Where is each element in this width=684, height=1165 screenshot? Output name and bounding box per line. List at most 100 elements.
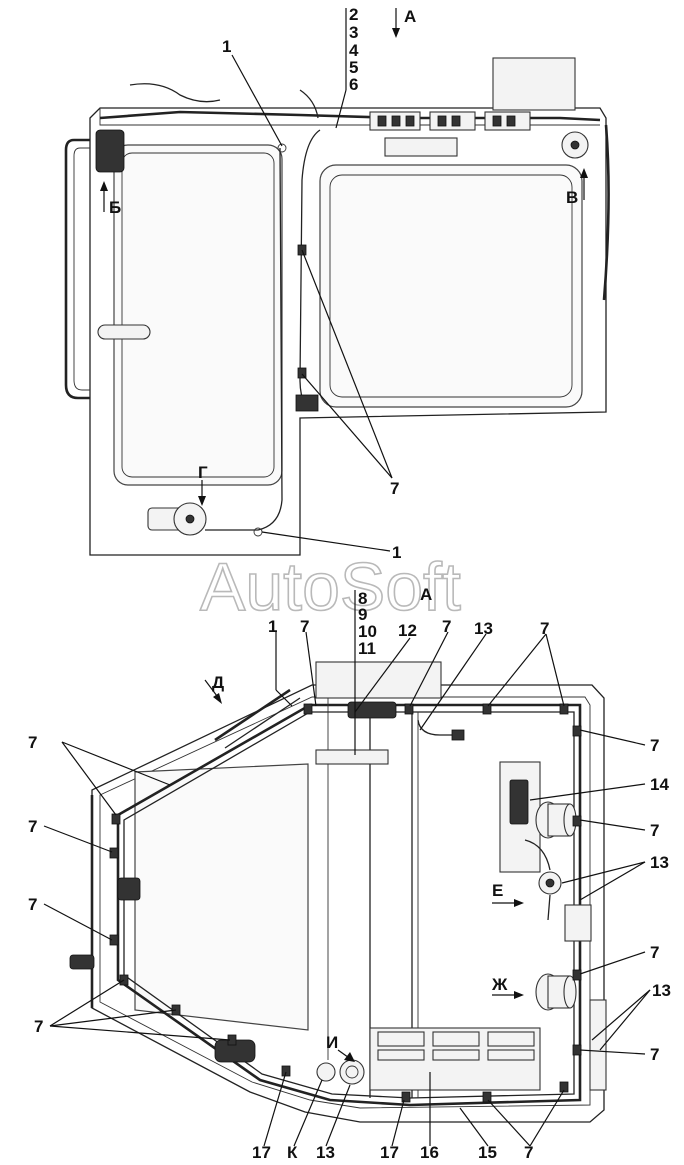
door-handle — [97, 324, 151, 340]
top-view-cab-door-side — [64, 57, 610, 556]
arrow-label-i: И — [326, 1033, 338, 1052]
side-window — [319, 164, 583, 408]
drum-connector-lower — [535, 973, 577, 1011]
callout-12: 12 — [398, 621, 417, 640]
drum-connector-upper — [535, 801, 577, 839]
arrow-label-e: Е — [492, 881, 503, 900]
connector-lead-top — [417, 719, 455, 736]
callout-7-left-2: 7 — [28, 817, 37, 836]
left-wiper-bundle — [214, 688, 291, 742]
perimeter-harness — [116, 703, 582, 1107]
arrow-label-d: Д — [212, 673, 224, 692]
door-harness-grommet-bottom — [253, 527, 263, 537]
callout-17-right: 17 — [380, 1143, 399, 1162]
callout-7-right-4: 7 — [650, 1045, 659, 1064]
bottom-view-leaders — [43, 590, 651, 1147]
fuse-block-fuses — [377, 1031, 535, 1061]
door-harness — [205, 147, 283, 531]
callout-1-top: 1 — [222, 37, 231, 56]
top-connector-block — [369, 111, 531, 131]
pillar-connector — [295, 394, 319, 412]
grommet-k — [316, 1062, 336, 1082]
bottom-view-callouts: 8 А 9 10 11 1 7 12 7 13 7 Д 7 7 7 7 7 14… — [28, 585, 671, 1162]
fuse-strip — [384, 137, 458, 157]
callout-17-left: 17 — [252, 1143, 271, 1162]
right-wiper-arm — [602, 124, 610, 301]
bottom-view-cab-roof-plan — [69, 661, 607, 1123]
windshield — [134, 763, 309, 1031]
roof-unit-box — [492, 57, 576, 111]
arrow-label-v: В — [566, 188, 578, 207]
callout-6: 6 — [349, 75, 358, 94]
callout-14: 14 — [650, 775, 669, 794]
callout-13-right: 13 — [650, 853, 669, 872]
right-beacon-center — [570, 140, 580, 150]
callout-7-left-3: 7 — [28, 895, 37, 914]
control-module-14 — [509, 779, 529, 825]
callout-7-top: 7 — [390, 479, 399, 498]
callout-4: 4 — [349, 41, 359, 60]
callout-7-left-1: 7 — [28, 733, 37, 752]
callout-7-right-2: 7 — [650, 821, 659, 840]
view-label-a-top: А — [404, 7, 416, 26]
side-window-inner — [329, 174, 573, 398]
callout-13-bottom: 13 — [316, 1143, 335, 1162]
callout-15: 15 — [478, 1143, 497, 1162]
right-side-bracket — [564, 904, 592, 942]
callout-7-top-3: 7 — [540, 619, 549, 638]
top-view-leaders — [100, 8, 588, 552]
pillar-harness — [299, 129, 321, 406]
door-harness-grommet-top — [277, 143, 287, 153]
top-harness — [99, 110, 601, 122]
left-mirror-mount — [69, 954, 95, 970]
roof-plan-inner-edge — [99, 696, 591, 1109]
callout-7-left-4: 7 — [34, 1017, 43, 1036]
arrow-label-zh: Ж — [491, 975, 508, 994]
watermark: AutoSoft — [200, 549, 461, 625]
callout-13-right-2: 13 — [652, 981, 671, 1000]
top-harness-branch — [129, 83, 221, 103]
cab-body-outline — [89, 107, 607, 556]
left-wiper-motor — [117, 877, 141, 901]
callout-10: 10 — [358, 622, 377, 641]
top-view-callouts: 1 2 3 4 5 6 А Б В Г 7 1 — [109, 5, 578, 562]
arrow-label-g: Г — [198, 463, 208, 482]
left-wiper-bundle-2 — [224, 697, 301, 749]
callout-1-bottom-of-top: 1 — [392, 543, 401, 562]
callout-5: 5 — [349, 58, 358, 77]
callout-2: 2 — [349, 5, 358, 24]
callout-7-top-1: 7 — [300, 617, 309, 636]
callout-9: 9 — [358, 605, 367, 624]
callout-7-top-2: 7 — [442, 617, 451, 636]
view-label-a-bottom: А — [420, 585, 432, 604]
grommet-13 — [339, 1059, 365, 1085]
grab-rail — [64, 138, 90, 400]
callout-8: 8 — [358, 589, 367, 608]
callout-3: 3 — [349, 23, 358, 42]
callout-1-bottom: 1 — [268, 617, 277, 636]
callout-13-top: 13 — [474, 619, 493, 638]
door-window-inner — [121, 152, 275, 478]
callout-k: К — [287, 1143, 298, 1162]
left-mirror-bracket — [95, 129, 125, 173]
door-window — [113, 144, 283, 486]
harness-clips — [109, 703, 582, 1103]
pillar-clip-2 — [297, 367, 307, 379]
plug-e-lead — [524, 839, 551, 921]
connector-plug-top — [451, 729, 465, 741]
round-plug-e-center — [545, 878, 555, 888]
callout-11: 11 — [358, 639, 376, 658]
wiper-motor-shaft — [185, 514, 195, 524]
callout-7-right-1: 7 — [650, 736, 659, 755]
relay-bracket — [315, 749, 389, 765]
grab-rail-inner — [73, 147, 90, 391]
right-lower-plate — [589, 999, 607, 1091]
roof-plan-outline — [91, 684, 605, 1123]
callout-16: 16 — [420, 1143, 439, 1162]
callout-7-right-3: 7 — [650, 943, 659, 962]
grommet-13-inner — [345, 1065, 359, 1079]
arrow-label-b: Б — [109, 198, 121, 217]
top-harness-branch-2 — [299, 89, 319, 119]
callout-7-bottom: 7 — [524, 1143, 533, 1162]
